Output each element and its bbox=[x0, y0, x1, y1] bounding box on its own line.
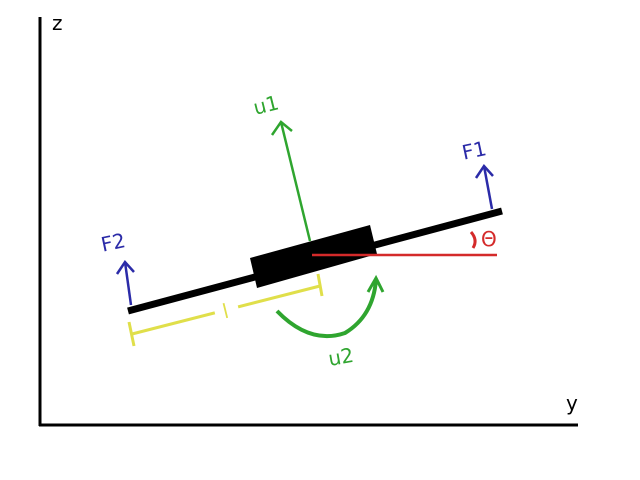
f1-label: F1 bbox=[460, 136, 489, 165]
y-axis-label: y bbox=[566, 391, 578, 415]
f2-arrow-head bbox=[115, 259, 135, 275]
length-label-gap bbox=[211, 293, 241, 323]
length-tick-left bbox=[127, 321, 136, 347]
f2-arrow-shaft bbox=[123, 261, 133, 306]
u2-arc bbox=[275, 279, 378, 339]
f1-arrow-head bbox=[474, 163, 494, 179]
angle-arc bbox=[469, 231, 477, 249]
f1-arrow-shaft bbox=[482, 165, 494, 210]
u2-arrow-head bbox=[366, 274, 385, 293]
length-tick-right bbox=[316, 273, 324, 297]
z-axis-label: z bbox=[52, 11, 63, 35]
u1-arrow-shaft bbox=[279, 121, 312, 242]
f2-label: F2 bbox=[99, 228, 128, 257]
angle-label: Θ bbox=[481, 227, 497, 251]
u1-label: u1 bbox=[251, 90, 281, 119]
u1-arrow-head bbox=[270, 120, 293, 136]
drone-body bbox=[250, 225, 377, 288]
length-label: l bbox=[220, 299, 231, 324]
u2-label: u2 bbox=[326, 343, 355, 371]
